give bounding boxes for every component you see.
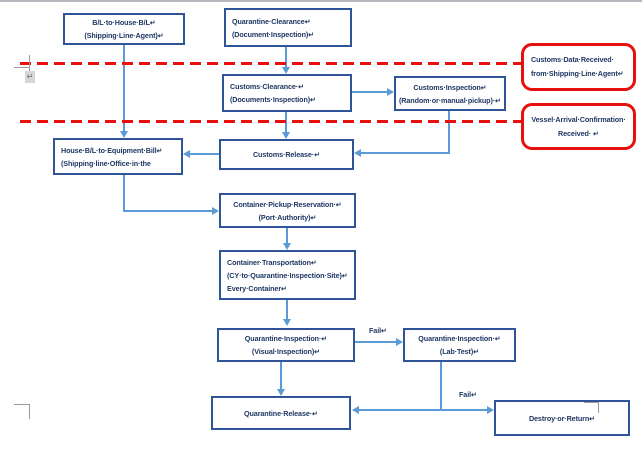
box-text-line: (Random·or·manual·pickup)·↵: [399, 95, 501, 105]
flow-box-container-transport[interactable]: Container·Transportation↵ (CY·to·Quarant…: [219, 250, 356, 300]
callout-text-line: Customs·Data·Received·: [531, 55, 614, 64]
cursor-crosshair-horizontal: [14, 67, 29, 68]
margin-corner-mark-vertical: [29, 404, 30, 419]
box-text-line: Container·Pickup·Reservation·↵: [233, 199, 342, 209]
text-boundary-mark-horizontal: [584, 402, 599, 403]
box-text-line: (Shipping·Line·Agent)↵: [84, 31, 164, 40]
box-text-line: Every·Container↵: [227, 283, 287, 293]
box-text-line: Customs·Release·↵: [252, 150, 321, 159]
box-text-line: Quarantine·Inspection·↵: [418, 334, 501, 343]
box-text-line: B/L·to·House·B/L↵: [92, 18, 156, 27]
phase-divider-line-2: [20, 120, 521, 123]
selected-paragraph-mark: ↵: [25, 71, 35, 83]
flow-box-customs-clearance[interactable]: Customs·Clearance·↵ (Documents·Inspectio…: [222, 74, 352, 112]
flow-box-container-pickup[interactable]: Container·Pickup·Reservation·↵ (Port·Aut…: [219, 193, 356, 228]
callout-vessel-arrival-confirmation[interactable]: Vessel·Arrival·Confirmation· Received· ↵: [521, 103, 636, 150]
fail-label-lab: Fail↵: [459, 390, 477, 399]
flow-box-quarantine-clearance[interactable]: Quarantine·Clearance↵ (Document·Inspecti…: [224, 8, 352, 47]
box-text-line: Container·Transportation↵: [227, 257, 317, 267]
box-text-line: (Documents·Inspection)↵: [230, 95, 316, 104]
flow-box-destroy-or-return[interactable]: Destroy·or·Return↵: [494, 400, 630, 436]
box-text-line: (CY·to·Quarantine·Inspection·Site)↵: [227, 270, 348, 280]
box-text-line: Customs·Inspection↵: [413, 82, 487, 92]
flow-box-customs-release[interactable]: Customs·Release·↵: [219, 139, 354, 170]
flow-box-bl-to-house[interactable]: B/L·to·House·B/L↵ (Shipping·Line·Agent)↵: [63, 13, 185, 45]
text-boundary-mark-vertical: [598, 402, 599, 413]
box-text-line: (Port·Authority)↵: [258, 212, 317, 222]
fail-label-visual: Fail↵: [369, 326, 387, 335]
box-text-line: (Lab·Test)↵: [439, 347, 480, 356]
box-text-line: (Visual·Inspection)↵: [251, 347, 321, 356]
flow-box-customs-inspection[interactable]: Customs·Inspection↵ (Random·or·manual·pi…: [394, 76, 506, 111]
box-text-line: Destroy·or·Return↵: [528, 413, 596, 423]
arrowheads: [120, 67, 494, 414]
callout-text-line: from·Shipping·Line·Agent↵: [531, 69, 624, 78]
flow-box-house-bl-to-equipment[interactable]: House·B/L·to·Equipment·Bill↵ (Shipping·l…: [53, 138, 183, 175]
callout-text-line: Vessel·Arrival·Confirmation·: [531, 114, 626, 124]
window-top-border: [0, 0, 642, 2]
box-text-line: Quarantine·Clearance↵: [232, 16, 311, 26]
phase-divider-line-1: [20, 62, 521, 65]
box-text-line: (Document·Inspection)↵: [232, 29, 315, 39]
box-text-line: Customs·Clearance·↵: [230, 82, 305, 91]
box-text-line: Quarantine·Inspection·↵: [244, 334, 328, 343]
connector-housebl-to-containerpickup: [123, 175, 212, 212]
callout-text-line: Received· ↵: [558, 128, 599, 138]
cursor-crosshair-vertical: [29, 55, 30, 77]
box-text-line: (Shipping·line·Office·in·the: [61, 158, 151, 168]
flow-box-quarantine-inspection-visual[interactable]: Quarantine·Inspection·↵ (Visual·Inspecti…: [217, 328, 355, 362]
box-text-line: House·B/L·to·Equipment·Bill↵: [61, 145, 163, 155]
box-text-line: Quarantine·Release·↵: [244, 408, 318, 418]
margin-corner-mark-horizontal: [14, 404, 29, 405]
flow-box-quarantine-inspection-lab[interactable]: Quarantine·Inspection·↵ (Lab·Test)↵: [403, 328, 516, 362]
flow-box-quarantine-release[interactable]: Quarantine·Release·↵: [211, 396, 351, 430]
callout-customs-data-received[interactable]: Customs·Data·Received· from·Shipping·Lin…: [521, 43, 636, 91]
connector-customsinspection-to-customsrelease: [361, 111, 450, 154]
